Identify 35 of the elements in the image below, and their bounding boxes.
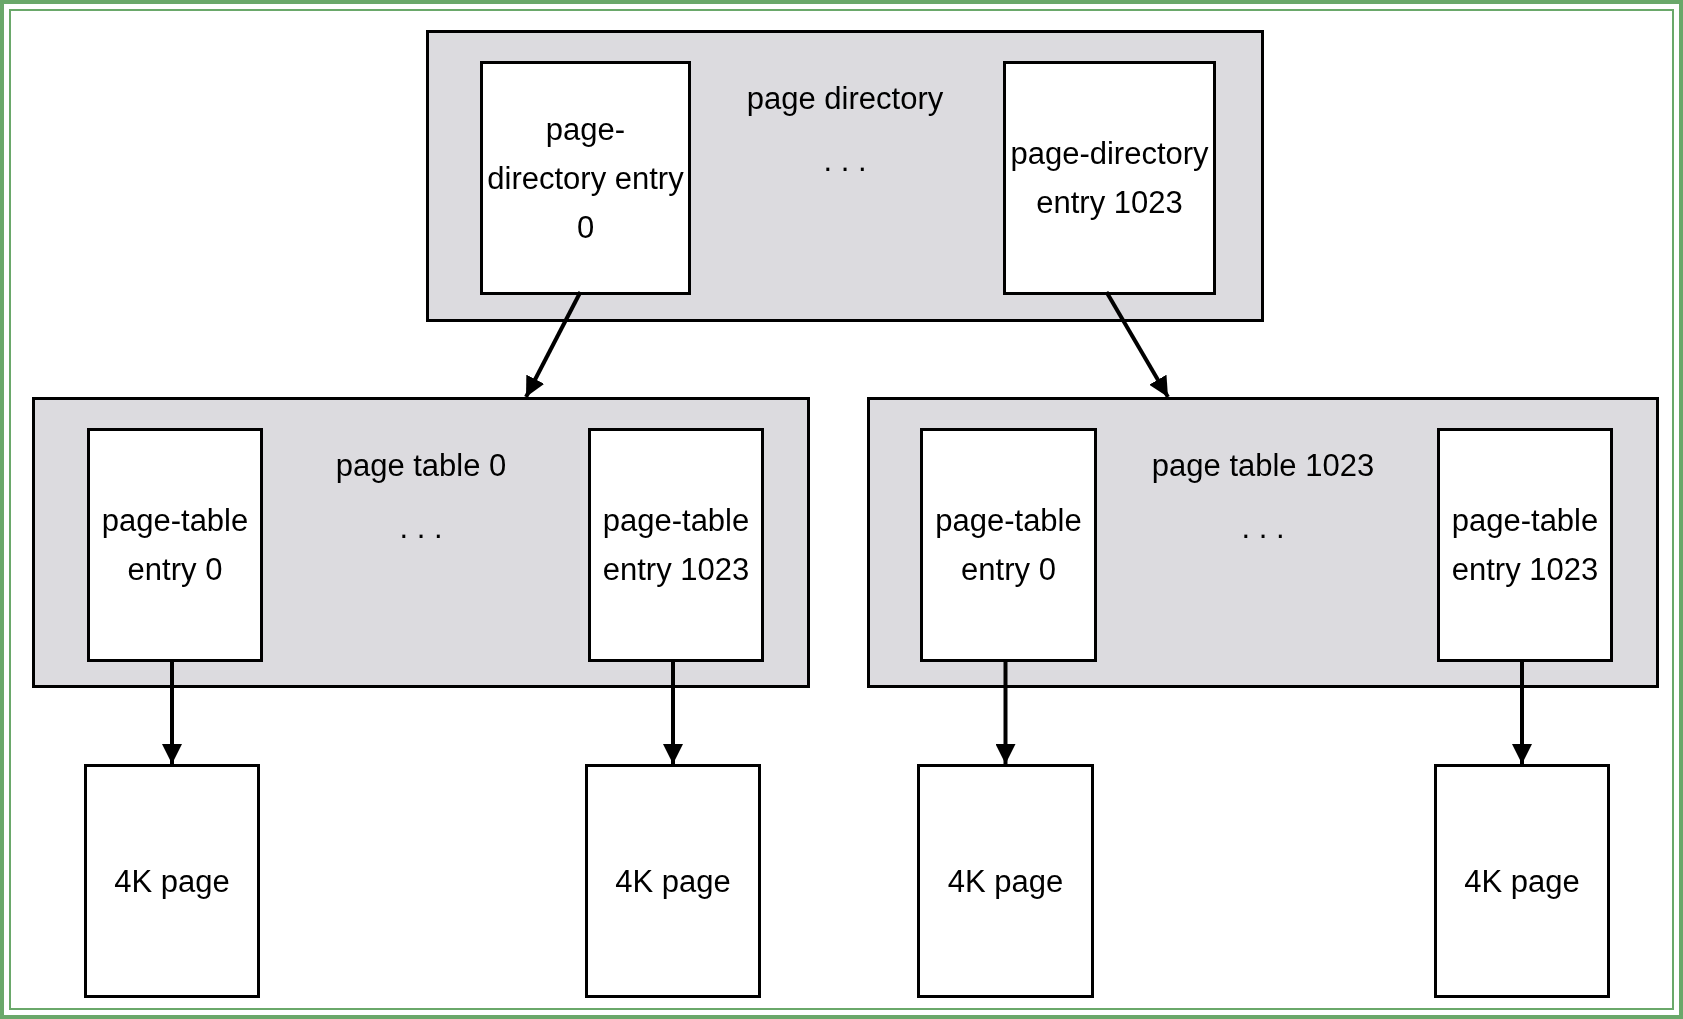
entry-box bbox=[588, 428, 764, 662]
table-title: page table 1023 bbox=[1151, 447, 1375, 485]
entry-label: page-table entry 1023 bbox=[1450, 502, 1600, 589]
entry-label: 4K page bbox=[947, 862, 1064, 901]
entry-box bbox=[1003, 61, 1216, 295]
table-title: page directory bbox=[746, 80, 944, 118]
entry-label: page-table entry 1023 bbox=[601, 502, 751, 589]
entry-label: 4K page bbox=[615, 862, 731, 901]
ellipsis: . . . bbox=[1241, 509, 1285, 547]
entry-label: page-directory entry 1023 bbox=[1010, 135, 1209, 222]
arrow bbox=[524, 291, 583, 398]
arrow bbox=[1104, 291, 1170, 398]
table-panel bbox=[32, 397, 810, 688]
table-panel bbox=[426, 30, 1264, 322]
ellipsis: . . . bbox=[399, 509, 443, 547]
arrow bbox=[663, 659, 683, 764]
entry-label: page-directory entry 0 bbox=[487, 110, 684, 247]
page-box bbox=[1434, 764, 1610, 998]
arrow bbox=[995, 659, 1016, 764]
entry-label: 4K page bbox=[114, 862, 230, 901]
table-panel bbox=[867, 397, 1659, 688]
entry-box bbox=[920, 428, 1097, 662]
arrow bbox=[162, 659, 182, 764]
entry-box bbox=[87, 428, 263, 662]
page-box bbox=[84, 764, 260, 998]
page-box bbox=[917, 764, 1094, 998]
entry-box bbox=[480, 61, 691, 295]
entry-label: page-table entry 0 bbox=[100, 502, 250, 589]
table-title: page table 0 bbox=[335, 447, 507, 485]
entry-box bbox=[1437, 428, 1613, 662]
arrow bbox=[1512, 659, 1532, 764]
ellipsis: . . . bbox=[823, 142, 867, 180]
entry-label: page-table entry 0 bbox=[934, 502, 1083, 589]
entry-label: 4K page bbox=[1464, 862, 1580, 901]
page-box bbox=[585, 764, 761, 998]
